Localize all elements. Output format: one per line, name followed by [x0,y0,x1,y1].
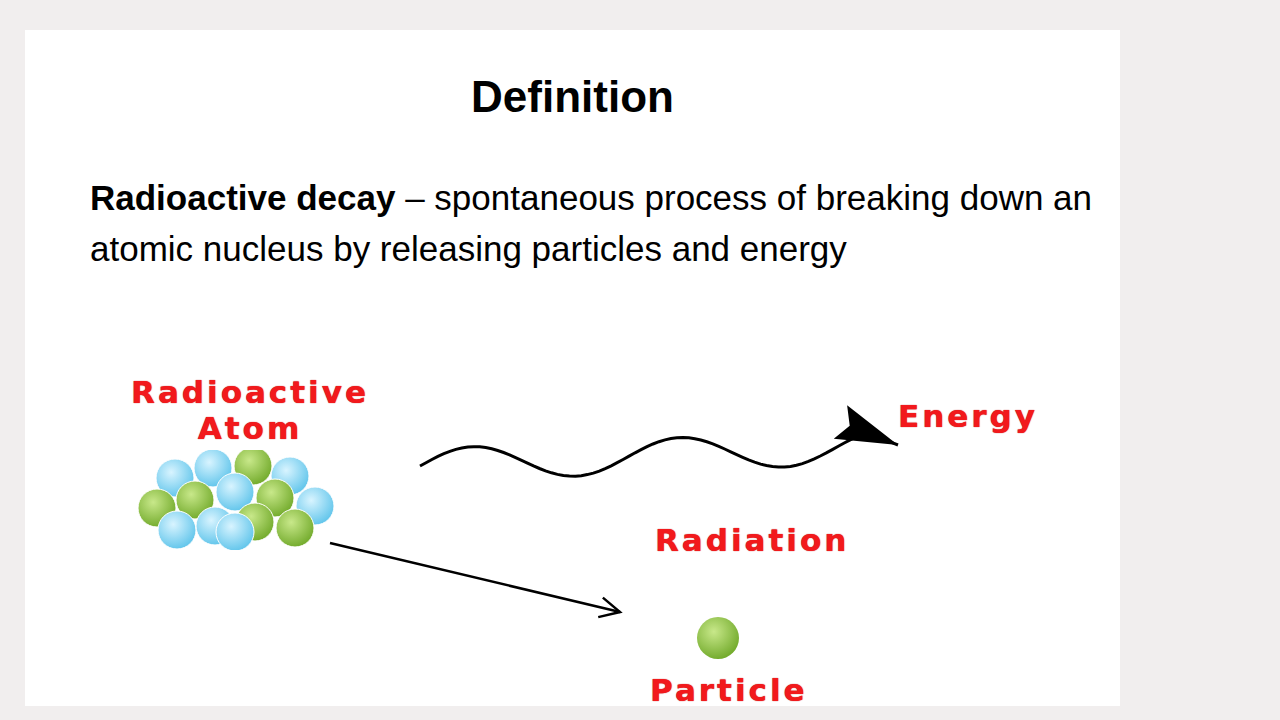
particle-sphere [685,608,765,668]
definition-text: Radioactive decay – spontaneous process … [90,172,1100,274]
energy-node: Energy [898,398,1098,438]
energy-wave-arrow [420,435,898,476]
node-label: Radioactive Atom [80,374,420,446]
slide-title: Definition [25,72,1120,122]
node-label: Particle [650,672,808,708]
nucleus-cluster [135,450,345,550]
defined-term: Radioactive decay [90,178,395,217]
radioactive-atom: Radioactive Atom [80,374,420,540]
particle-arrow [330,543,620,612]
slide-panel [25,30,1120,706]
particle-node: Particle [645,600,875,705]
node-label: Energy [898,398,1098,434]
radiation-label: Radiation [655,522,849,558]
